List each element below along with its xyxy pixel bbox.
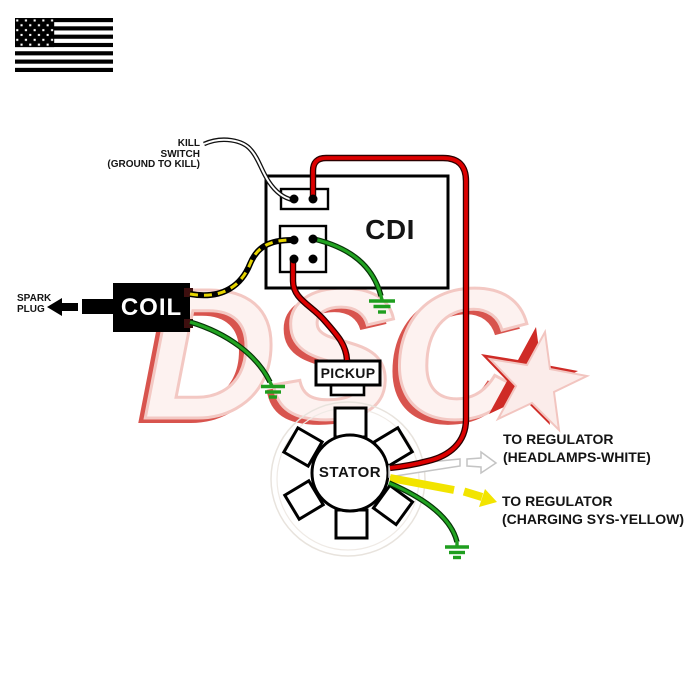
ground-symbol-icon [445, 542, 469, 560]
regulator-headlamps-line2: (HEADLAMPS-WHITE) [503, 449, 651, 465]
regulator-charging-label: TO REGULATOR (CHARGING SYS-YELLOW) [502, 492, 684, 528]
ground-symbol-icon [261, 381, 285, 399]
coil-label: COIL [120, 293, 183, 321]
stator-ground-wire [387, 480, 460, 543]
cdi-bottom-connector [278, 224, 328, 274]
spark-plug-label-line1: SPARK [17, 293, 52, 304]
stator-cdi-red-wire [309, 154, 470, 472]
pickup-red-wire [289, 259, 351, 361]
star-icon [487, 328, 591, 433]
regulator-charging-line2: (CHARGING SYS-YELLOW) [502, 511, 684, 527]
cdi-box [264, 174, 450, 290]
regulator-headlamps-line1: TO REGULATOR [503, 431, 614, 447]
ground-symbol-icon [369, 295, 395, 314]
stator-circle [310, 433, 390, 513]
regulator-charging-line1: TO REGULATOR [502, 493, 613, 509]
stator-assembly [270, 401, 426, 557]
right-arrow-yellow-icon [462, 487, 497, 507]
spark-plug-label-line2: PLUG [17, 303, 45, 315]
coil-box [47, 283, 193, 332]
kill-switch-label: KILL SWITCH (GROUND TO KILL) [60, 138, 200, 171]
pickup-label: PICKUP [320, 364, 376, 381]
coil-ground-wire [189, 319, 273, 384]
stator-label: STATOR [318, 464, 382, 481]
kill-switch-label-line2: SWITCH [160, 148, 200, 160]
spark-plug-label: SPARK PLUG [17, 293, 52, 315]
left-arrow-icon [47, 298, 78, 316]
pickup-box [314, 359, 382, 397]
right-arrow-white-icon [466, 450, 498, 475]
cdi-ground-wire [313, 236, 384, 297]
cdi-top-connector [279, 187, 330, 211]
coil-terminal [184, 288, 193, 297]
kill-switch-label-line1: KILL [177, 138, 200, 149]
watermark: DSC DSC [135, 251, 602, 458]
coil-signal-wire [189, 237, 293, 299]
regulator-headlamps-label: TO REGULATOR (HEADLAMPS-WHITE) [503, 430, 651, 466]
kill-switch-label-line3: (GROUND TO KILL) [107, 159, 200, 170]
connector-terminals [289, 194, 318, 264]
watermark-text: DSC [141, 251, 527, 458]
coil-terminal [184, 319, 193, 328]
stator-yellow-wire [389, 474, 455, 494]
kill-switch-wire [203, 137, 294, 203]
stator-pole [371, 483, 415, 527]
cdi-label: CDI [365, 214, 415, 245]
stator-pole [281, 425, 325, 469]
us-flag-icon [15, 18, 113, 72]
